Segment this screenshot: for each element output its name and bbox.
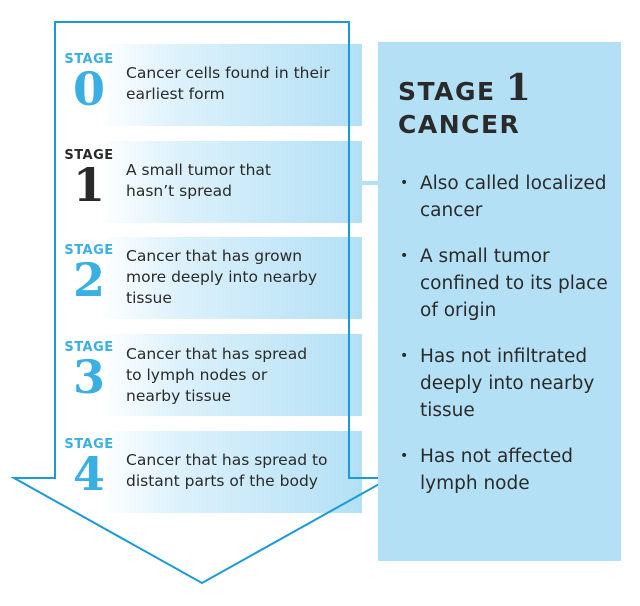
- stage-1-detail-panel: STAGE 1 CANCER Also called localized can…: [378, 42, 621, 561]
- stage-4-description: Cancer that has spread to distant parts …: [126, 451, 328, 490]
- panel-title-line2: CANCER: [398, 110, 521, 139]
- stage-1-description: A small tumor that hasn’t spread: [126, 161, 272, 200]
- stage-label: STAGE: [64, 52, 114, 67]
- stage-number: 1: [72, 158, 105, 212]
- stage-label: STAGE: [64, 340, 114, 355]
- stage-number: 3: [72, 350, 105, 404]
- stage-number: 0: [72, 62, 105, 116]
- bullet-item: Has not infiltrated deeply into nearby t…: [400, 343, 615, 424]
- bullet-item: Has not affected lymph node: [400, 443, 615, 497]
- stage-1-band: [100, 141, 362, 223]
- bullet-item: Also called localized cancer: [400, 170, 615, 224]
- stage-label: STAGE: [64, 243, 114, 258]
- stage-label: STAGE: [64, 148, 114, 163]
- stage-2-band: [100, 237, 362, 319]
- stage-label: STAGE: [64, 437, 114, 452]
- stage-number: 2: [72, 253, 105, 307]
- stage-4-band: [100, 431, 362, 513]
- stage-3-band: [100, 334, 362, 416]
- bullet-item: A small tumor confined to its place of o…: [400, 243, 615, 324]
- panel-title: STAGE 1 CANCER: [398, 70, 532, 141]
- stage-number: 4: [72, 447, 105, 501]
- stage-2-description: Cancer that has grown more deeply into n…: [126, 247, 318, 307]
- connector-line: [362, 181, 378, 185]
- stage-3-description: Cancer that has spread to lymph nodes or…: [126, 345, 308, 405]
- stage-0-band: [100, 44, 362, 126]
- panel-bullets: Also called localized cancer A small tum…: [400, 170, 615, 516]
- stage-0-description: Cancer cells found in their earliest for…: [126, 64, 330, 103]
- panel-title-number: 1: [505, 67, 533, 109]
- panel-title-word: STAGE: [398, 77, 496, 106]
